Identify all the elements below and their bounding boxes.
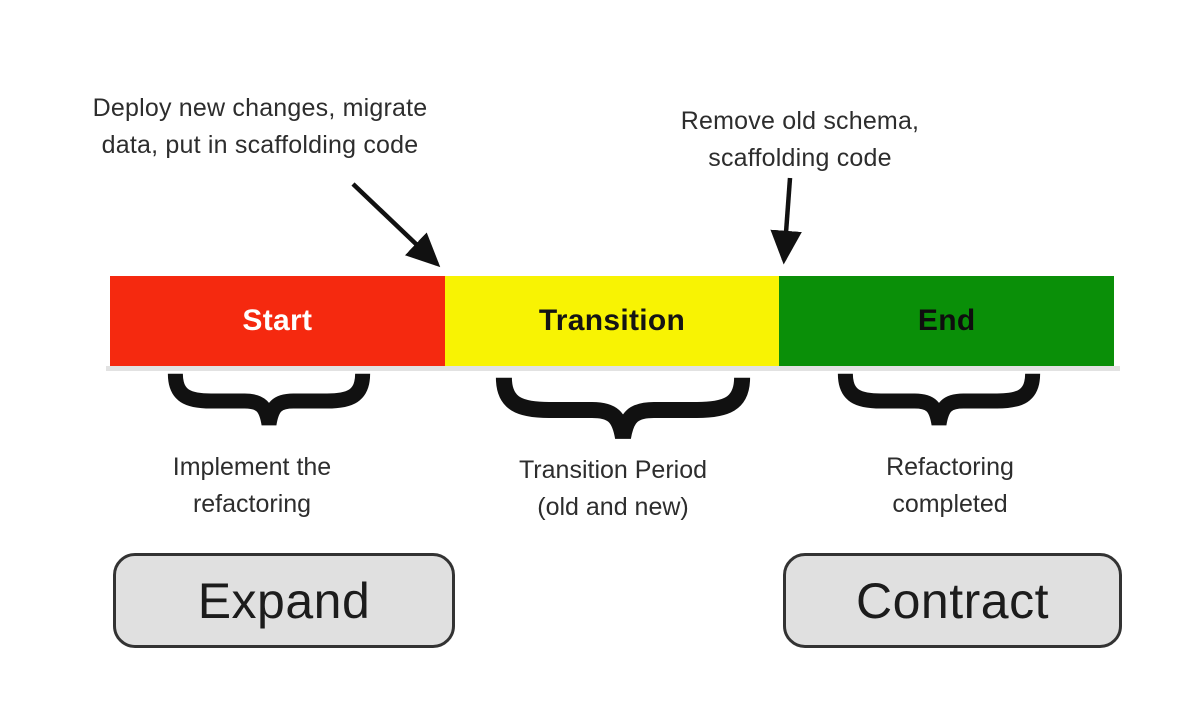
underbrace-transition-icon [492,372,754,448]
segment-transition-label: Transition [538,304,686,337]
deploy-annotation-line1: Deploy new changes, migrate [92,94,428,122]
caption-end: Refactoring completed [810,449,1090,523]
segment-start-label: Start [242,304,313,337]
expand-box-label: Expand [197,572,371,629]
contract-box-label: Contract [856,572,1049,629]
segment-end-label: End [917,304,976,337]
underbrace-end-icon [836,369,1042,433]
segment-transition: Transition [444,276,780,366]
contract-box: Contract [783,553,1122,648]
caption-transition-line1: Transition Period [518,456,708,484]
remove-annotation-line2: scaffolding code [708,144,892,172]
caption-start-line1: Implement the [172,453,332,481]
segment-end: End [779,276,1115,366]
arrow-down-icon [770,177,802,265]
deploy-annotation-line2: data, put in scaffolding code [101,131,419,159]
timeline-bar: Start Transition End [110,276,1115,366]
arrow-down-right-icon [351,182,441,268]
remove-annotation: Remove old schema, scaffolding code [665,103,935,177]
caption-start-line2: refactoring [192,490,312,518]
caption-transition: Transition Period (old and new) [473,452,753,526]
caption-transition-line2: (old and new) [537,493,689,521]
deploy-annotation: Deploy new changes, migrate data, put in… [70,90,450,164]
expand-box: Expand [113,553,455,648]
caption-start: Implement the refactoring [112,449,392,523]
caption-end-line2: completed [892,490,1008,518]
bar-shadow [106,366,1120,371]
segment-start: Start [110,276,445,366]
remove-annotation-line1: Remove old schema, [680,107,920,135]
underbrace-start-icon [166,369,372,433]
caption-end-line1: Refactoring [886,453,1014,481]
